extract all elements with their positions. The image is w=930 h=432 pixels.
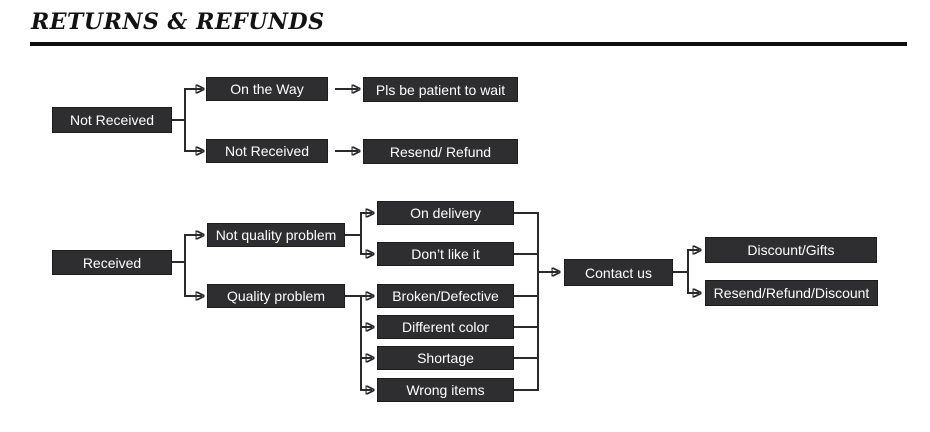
node-wrong-items: Wrong items — [377, 378, 514, 402]
node-not-received-root: Not Received — [52, 107, 172, 133]
node-resend-refund: Resend/ Refund — [363, 139, 518, 164]
node-dont-like-it: Don’t like it — [377, 242, 514, 266]
node-broken-defective: Broken/Defective — [377, 284, 514, 308]
node-different-color: Different color — [377, 315, 514, 339]
node-received-root: Received — [52, 250, 172, 275]
node-contact-us: Contact us — [564, 259, 673, 286]
node-shortage: Shortage — [377, 346, 514, 370]
node-quality-problem: Quality problem — [207, 284, 345, 308]
node-on-the-way: On the Way — [206, 77, 328, 101]
title-underline — [30, 42, 907, 46]
connector-segments — [172, 88, 689, 391]
node-not-received-sub: Not Received — [206, 139, 328, 163]
page-title: RETURNS & REFUNDS — [31, 9, 325, 35]
node-discount-gifts: Discount/Gifts — [705, 237, 877, 263]
node-resend-refund-discount: Resend/Refund/Discount — [705, 280, 878, 306]
node-pls-be-patient: Pls be patient to wait — [363, 77, 518, 102]
node-on-delivery: On delivery — [377, 201, 514, 225]
connector-arrows — [185, 89, 699, 390]
node-not-quality-problem: Not quality problem — [207, 223, 345, 247]
